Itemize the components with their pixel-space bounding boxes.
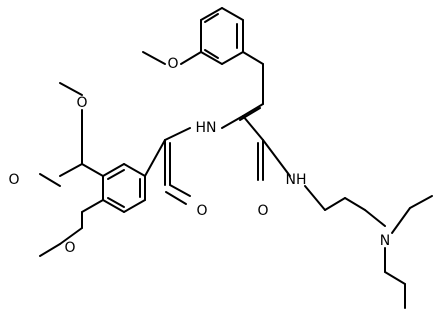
bond-o-top-ch3	[59, 82, 83, 96]
right-carbonyl	[242, 115, 291, 181]
bond-ring-o-methoxy-upper	[180, 51, 202, 65]
bond-ring-to-o-left	[59, 163, 83, 177]
diethyl-groups	[384, 195, 433, 309]
bond-ring-o-top	[81, 163, 104, 177]
atom-o-carbonyl-left: O	[196, 203, 207, 219]
bond-o-ch3-upper	[142, 51, 166, 65]
bond-o-left-ch3	[39, 173, 61, 187]
left-carbonyl	[144, 139, 191, 205]
atom-o-left-methoxy: O	[8, 172, 19, 188]
upper-benzene-ring	[200, 7, 244, 65]
bond-hn-to-carbonyl	[164, 127, 191, 141]
vinyl-double-bond	[239, 63, 264, 121]
bond-alpha-to-hn	[221, 115, 244, 129]
atom-o-bottom-methoxy: O	[64, 240, 75, 256]
atom-nh-left: HN	[196, 120, 217, 136]
atom-o-top-methoxy: O	[76, 95, 87, 111]
atom-n-amine: N	[380, 233, 390, 249]
ethyl-linker	[304, 185, 386, 227]
bond-ring-o-left	[81, 199, 104, 213]
atom-o-carbonyl-right: O	[257, 203, 268, 219]
lower-benzene-ring	[102, 163, 146, 213]
atom-o-phenyl-methoxy: O	[167, 56, 178, 72]
bond-ring-to-o-bottom	[59, 227, 83, 245]
atom-nh-right: NH	[286, 172, 307, 188]
bond-o-bottom-ch3	[39, 243, 61, 257]
bond-ring-to-vinyl	[242, 51, 264, 65]
